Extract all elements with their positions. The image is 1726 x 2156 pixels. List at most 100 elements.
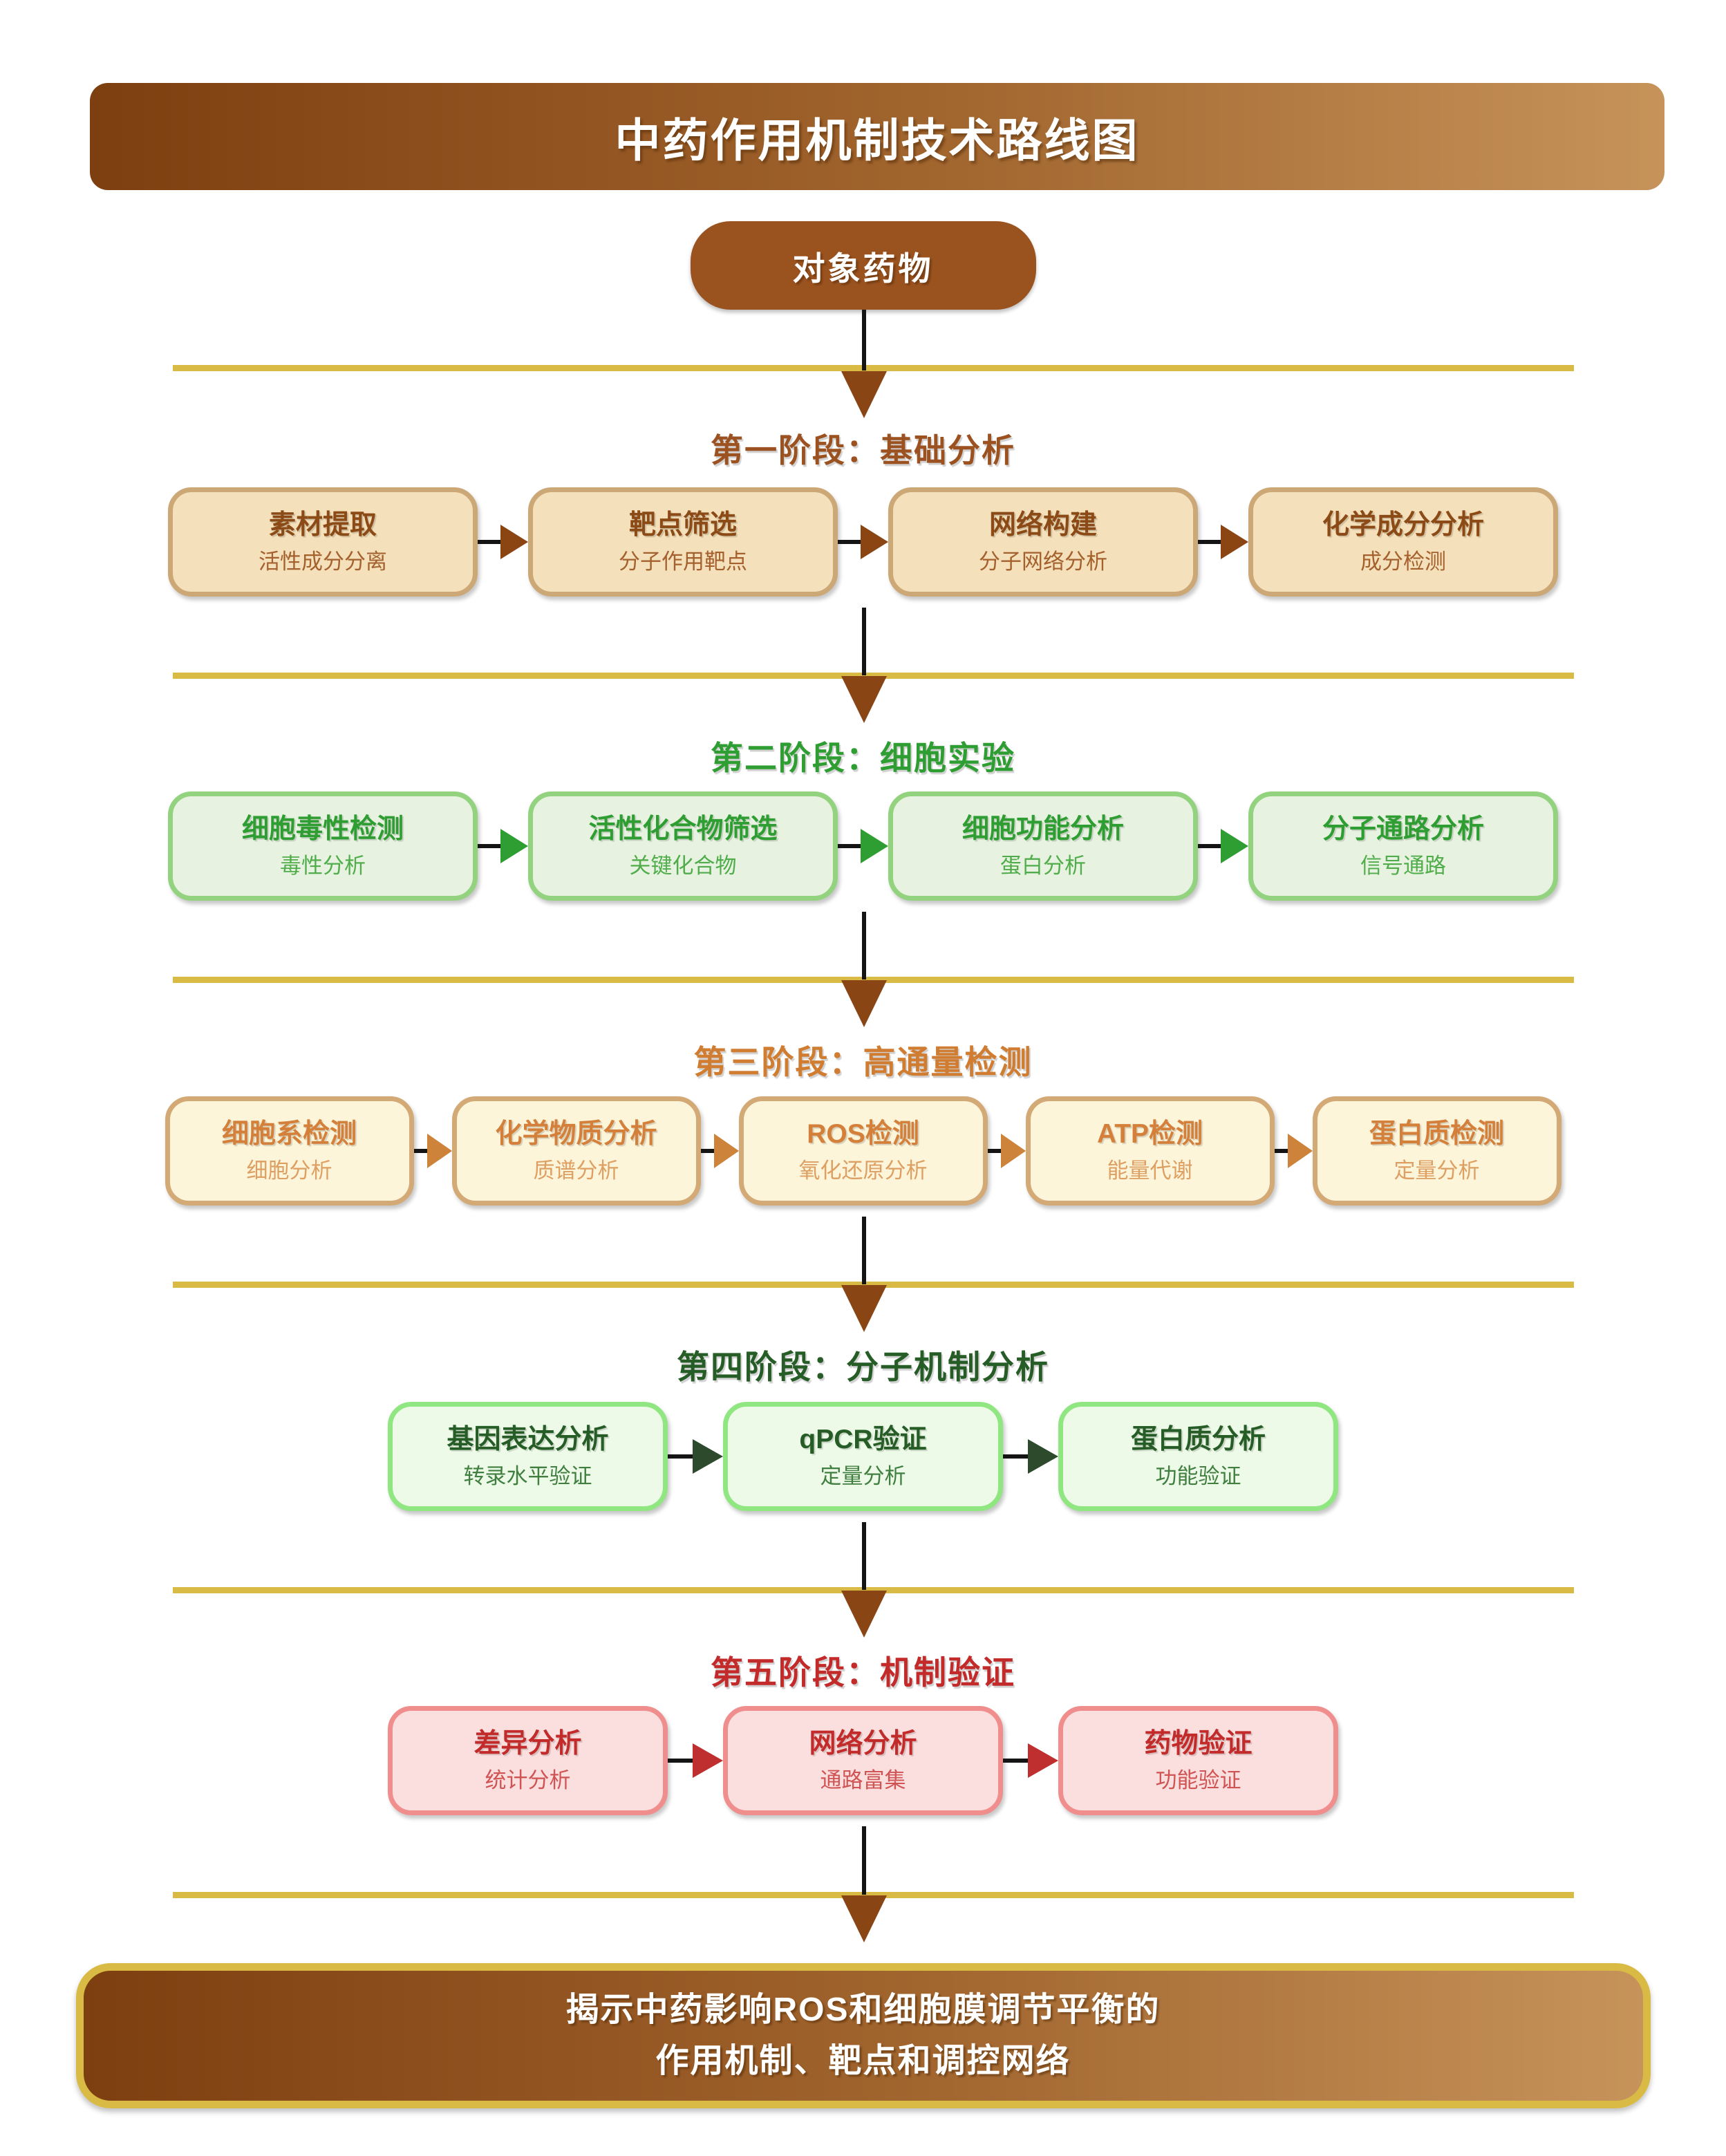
separator-line-1: [173, 365, 1574, 371]
arrow-head: [426, 1134, 452, 1168]
arrow-stem: [838, 540, 861, 544]
page-title: 中药作用机制技术路线图: [615, 114, 1140, 166]
step-subtitle: 能量代谢: [1107, 1159, 1193, 1183]
phase-2-row: 细胞毒性检测 毒性分析 活性化合物筛选 关键化合物 细胞功能分析 蛋白分析 分子…: [0, 791, 1726, 901]
down-arrow-stem-4: [862, 1217, 866, 1284]
phase-5-row: 差异分析 统计分析 网络分析 通路富集 药物验证 功能验证: [0, 1706, 1726, 1815]
step-subtitle: 统计分析: [485, 1768, 571, 1792]
arrow-head: [693, 1743, 723, 1778]
arrow-stem: [1198, 540, 1221, 544]
step-title: 基因表达分析: [447, 1425, 609, 1454]
phase-4-heading: 第四阶段：分子机制分析: [677, 1348, 1049, 1385]
right-arrow-icon: [987, 1134, 1026, 1168]
arrow-stem: [987, 1149, 1001, 1153]
down-arrow-icon-3: [841, 980, 887, 1027]
step-title: 蛋白质检测: [1369, 1119, 1504, 1149]
start-node-label: 对象药物: [792, 250, 934, 287]
arrow-head: [500, 829, 528, 863]
arrow-head: [693, 1439, 723, 1474]
step-subtitle: 蛋白分析: [1000, 854, 1086, 878]
step-subtitle: 定量分析: [820, 1464, 906, 1488]
phase1-step2-box: 靶点筛选 分子作用靶点: [528, 487, 838, 597]
phase3-step1-box: 细胞系检测 细胞分析: [165, 1096, 414, 1206]
phase2-step2-box: 活性化合物筛选 关键化合物: [528, 791, 838, 901]
separator-line-2: [173, 673, 1574, 679]
step-title: 化学成分分析: [1322, 510, 1484, 540]
step-title: 细胞功能分析: [962, 814, 1124, 844]
conclusion-box: 揭示中药影响ROS和细胞膜调节平衡的 作用机制、靶点和调控网络: [75, 1963, 1651, 2108]
down-arrow-stem-6: [862, 1826, 866, 1895]
section-connector-5: [0, 1511, 1726, 1645]
conclusion-line-2: 作用机制、靶点和调控网络: [655, 2043, 1071, 2079]
section-connector-3: [0, 901, 1726, 1035]
conclusion-line-1: 揭示中药影响ROS和细胞膜调节平衡的: [565, 1991, 1161, 2028]
arrow-stem: [1003, 1454, 1028, 1459]
down-arrow-icon-1: [841, 371, 887, 418]
down-arrow-icon-4: [841, 1285, 887, 1332]
step-title: 素材提取: [268, 510, 377, 540]
phase4-step2-box: qPCR验证 定量分析: [723, 1402, 1003, 1511]
step-subtitle: 定量分析: [1394, 1159, 1480, 1183]
phase2-step4-box: 分子通路分析 信号通路: [1248, 791, 1558, 901]
down-arrow-stem-5: [862, 1522, 866, 1590]
phase3-step2-box: 化学物质分析 质谱分析: [451, 1096, 701, 1206]
step-title: qPCR验证: [799, 1425, 927, 1454]
phase5-step1-box: 差异分析 统计分析: [388, 1706, 668, 1815]
separator-line-3: [173, 977, 1574, 983]
arrow-head: [1028, 1743, 1058, 1778]
step-title: 细胞系检测: [221, 1119, 357, 1149]
arrow-stem: [668, 1454, 693, 1459]
down-arrow-icon-2: [841, 676, 887, 723]
step-title: 细胞毒性检测: [241, 814, 404, 844]
down-arrow-icon-6: [841, 1895, 887, 1942]
right-arrow-icon: [1198, 829, 1248, 863]
phase-2-heading: 第二阶段：细胞实验: [711, 739, 1015, 776]
phase3-step4-box: ATP检测 能量代谢: [1025, 1096, 1275, 1206]
arrow-stem: [700, 1149, 714, 1153]
section-connector-6: [0, 1815, 1726, 1963]
arrow-stem: [478, 540, 500, 544]
step-subtitle: 功能验证: [1155, 1464, 1241, 1488]
step-subtitle: 毒性分析: [280, 854, 366, 878]
right-arrow-icon: [700, 1134, 739, 1168]
step-subtitle: 分子网络分析: [979, 550, 1107, 574]
right-arrow-icon: [668, 1743, 723, 1778]
phase-1-row: 素材提取 活性成分分离 靶点筛选 分子作用靶点 网络构建 分子网络分析 化学成分…: [0, 487, 1726, 597]
arrow-stem: [1198, 844, 1221, 848]
step-subtitle: 功能验证: [1155, 1768, 1241, 1792]
step-title: 网络分析: [809, 1729, 917, 1759]
phase2-step1-box: 细胞毒性检测 毒性分析: [168, 791, 478, 901]
phase3-step3-box: ROS检测 氧化还原分析: [738, 1096, 988, 1206]
step-title: 差异分析: [473, 1729, 582, 1759]
right-arrow-icon: [1198, 525, 1248, 559]
step-title: 活性化合物筛选: [588, 814, 778, 844]
phase-5-heading: 第五阶段：机制验证: [711, 1653, 1015, 1691]
step-subtitle: 通路富集: [820, 1768, 906, 1792]
right-arrow-icon: [1003, 1439, 1058, 1474]
step-title: 化学物质分析: [495, 1119, 657, 1149]
phase4-step3-box: 蛋白质分析 功能验证: [1058, 1402, 1338, 1511]
section-connector-2: [0, 597, 1726, 731]
step-subtitle: 关键化合物: [629, 854, 737, 878]
phase1-step4-box: 化学成分分析 成分检测: [1248, 487, 1558, 597]
step-subtitle: 转录水平验证: [463, 1464, 592, 1488]
step-subtitle: 成分检测: [1360, 550, 1446, 574]
phase2-step3-box: 细胞功能分析 蛋白分析: [888, 791, 1198, 901]
phase1-step1-box: 素材提取 活性成分分离: [168, 487, 478, 597]
right-arrow-icon: [1274, 1134, 1313, 1168]
step-subtitle: 信号通路: [1360, 854, 1446, 878]
step-subtitle: 分子作用靶点: [619, 550, 747, 574]
step-title: ATP检测: [1096, 1119, 1203, 1149]
arrow-head: [713, 1134, 739, 1168]
step-title: 蛋白质分析: [1130, 1425, 1266, 1454]
arrow-stem: [1274, 1149, 1288, 1153]
title-banner: 中药作用机制技术路线图: [90, 83, 1664, 190]
step-subtitle: 细胞分析: [246, 1159, 332, 1183]
down-arrow-stem-1: [862, 310, 866, 371]
separator-line-4: [173, 1282, 1574, 1288]
down-arrow-stem-3: [862, 912, 866, 979]
section-connector-4: [0, 1206, 1726, 1340]
start-node: 对象药物: [690, 221, 1036, 310]
phase-1-heading: 第一阶段：基础分析: [711, 431, 1015, 469]
